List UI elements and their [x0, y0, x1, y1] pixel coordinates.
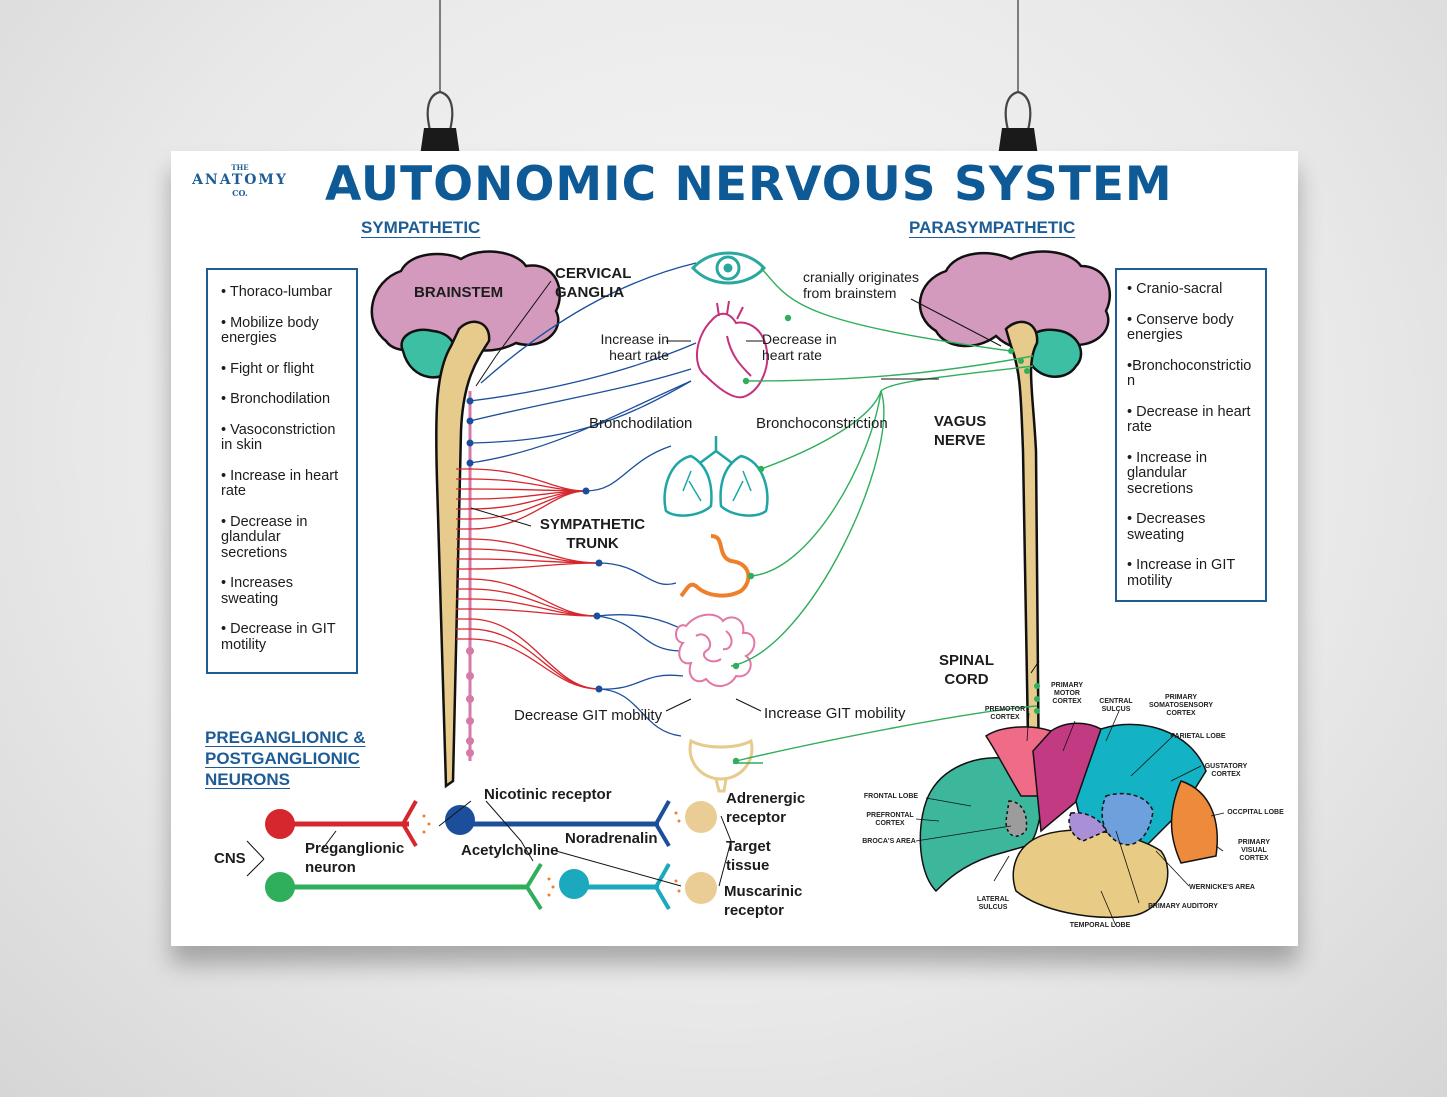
bronchodilation-label: Bronchodilation [589, 415, 693, 432]
auditory-label: PRIMARY AUDITORY [1148, 903, 1218, 910]
parasympathetic-features-box: • Cranio-sacral • Conserve body energies… [1115, 268, 1267, 602]
label-leaders [470, 280, 1040, 712]
parasympathetic-heading: PARASYMPATHETIC [909, 218, 1076, 237]
increase-git-label: Increase GIT mobility [764, 705, 906, 722]
list-item: • Thoraco-lumbar [221, 284, 333, 300]
parasympathetic-fibers [730, 267, 1038, 764]
list-item: • Decreases sweating [1127, 511, 1206, 543]
sympathetic-features-list: • Thoraco-lumbar • Mobilize body energie… [221, 284, 346, 653]
list-item: • Decrease in GIT motility [221, 621, 336, 653]
list-item: • Increase in GIT motility [1127, 557, 1235, 589]
sympathetic-heading: SYMPATHETIC [361, 218, 481, 237]
temporal-label: TEMPORAL LOBE [1069, 922, 1131, 929]
cervical-ganglia-label: CERVICAL GANGLIA [555, 265, 632, 301]
wernicke-label: WERNICKE'S AREA [1189, 884, 1255, 891]
cortex-map [919, 722, 1218, 919]
noradrenalin-label: Noradrenalin [565, 830, 658, 847]
logo-top: THE [231, 163, 249, 172]
list-item: • Vasoconstriction in skin [221, 421, 336, 453]
list-item: • Mobilize body energies [221, 314, 319, 346]
gustatory-label: GUSTATORY CORTEX [1204, 763, 1248, 778]
page-title: AUTONOMIC NERVOUS SYSTEM [325, 157, 1173, 212]
frontal-label: FRONTAL LOBE [863, 793, 919, 800]
sympathetic-trunk-label: SYMPATHETIC TRUNK [539, 516, 646, 552]
logo-bottom: CO. [232, 188, 248, 198]
parasympathetic-ganglia [732, 314, 1040, 765]
list-item: • Increase in heart rate [221, 467, 339, 499]
sympathetic-ganglia [466, 397, 603, 693]
sympathetic-brain [370, 250, 561, 789]
sympathetic-features-box: • Thoraco-lumbar • Mobilize body energie… [206, 268, 358, 674]
broca-label: BROCA'S AREA [862, 838, 916, 845]
central-sulcus-label: CENTRAL SULCUS [1099, 698, 1133, 713]
cortex-leader-lines [915, 710, 1225, 927]
spinal-cord-label: SPINAL CORD [938, 652, 994, 688]
heart-icon [695, 300, 769, 399]
decrease-heart-rate-label: Decrease in heart rate [762, 331, 837, 363]
neurons-heading: PREGANGLIONIC & POSTGANGLIONIC NEURONS [205, 728, 366, 789]
list-item: • Bronchodilation [221, 391, 331, 407]
brainstem-label: BRAINSTEM [414, 284, 504, 301]
preganglionic-label: Preganglionic neuron [305, 840, 405, 876]
cns-label: CNS [214, 850, 246, 867]
adrenergic-label: Adrenergic receptor [726, 790, 806, 826]
stomach-icon [679, 534, 751, 598]
list-item: • Decrease in heart rate [1127, 403, 1251, 435]
bladder-icon [688, 738, 754, 793]
sympathetic-postganglionic-fibers [469, 262, 697, 737]
list-item: •Bronchoconstriction [1127, 357, 1252, 389]
sympathetic-preganglionic-fibers [456, 468, 600, 690]
list-item: • Fight or flight [221, 360, 314, 377]
list-item: • Increase in glandular secretions [1127, 449, 1208, 497]
parasympathetic-features-list: • Cranio-sacral • Conserve body energies… [1127, 281, 1255, 589]
muscarinic-label: Muscarinic receptor [724, 883, 803, 919]
parasympathetic-brain [918, 250, 1112, 799]
primary-motor-label: PRIMARY MOTOR CORTEX [1051, 682, 1084, 705]
binder-clip-left-icon [420, 90, 460, 156]
anatomy-diagram [246, 250, 1225, 927]
increase-heart-rate-label: Increase in heart rate [600, 331, 669, 363]
list-item: • Conserve body energies [1127, 311, 1234, 343]
logo-main: ANATOMY [192, 172, 288, 188]
parietal-label: PARIETAL LOBE [1170, 733, 1226, 740]
target-tissue-label: Target tissue [726, 838, 771, 874]
nicotinic-label: Nicotinic receptor [484, 786, 612, 803]
cranial-origin-label: cranially originates from brainstem [803, 269, 919, 301]
lungs-icon [663, 436, 769, 517]
lateral-sulcus-label: LATERAL SULCUS [976, 896, 1010, 911]
list-item: • Cranio-sacral [1127, 281, 1223, 297]
vagus-nerve-label: VAGUS NERVE [934, 413, 987, 449]
binder-clip-right-icon [998, 90, 1038, 156]
eye-icon [690, 251, 767, 285]
occipital-label: OCCPITAL LOBE [1227, 809, 1284, 816]
bronchoconstriction-label: Bronchoconstriction [756, 415, 888, 432]
intestines-icon [675, 613, 756, 687]
list-item: • Decrease in glandular secretions [221, 513, 308, 561]
trunk-beads [466, 647, 474, 757]
premotor-label: PREMOTOR CORTEX [984, 706, 1026, 721]
prefrontal-label: PREFRONTAL CORTEX [866, 812, 914, 827]
brand-logo: THE ANATOMY CO. [185, 163, 295, 198]
acetylcholine-label: Acetylcholine [461, 842, 559, 859]
hanging-clips [420, 0, 1038, 156]
neuron-schematic [246, 800, 732, 911]
visual-label: PRIMARY VISUAL CORTEX [1237, 839, 1271, 862]
decrease-git-label: Decrease GIT mobility [514, 707, 663, 724]
list-item: • Increases sweating [221, 575, 293, 607]
somatosensory-label: PRIMARY SOMATOSENSORY CORTEX [1148, 694, 1214, 717]
poster: THE ANATOMY CO. AUTONOMIC NERVOUS SYSTEM… [171, 151, 1298, 946]
